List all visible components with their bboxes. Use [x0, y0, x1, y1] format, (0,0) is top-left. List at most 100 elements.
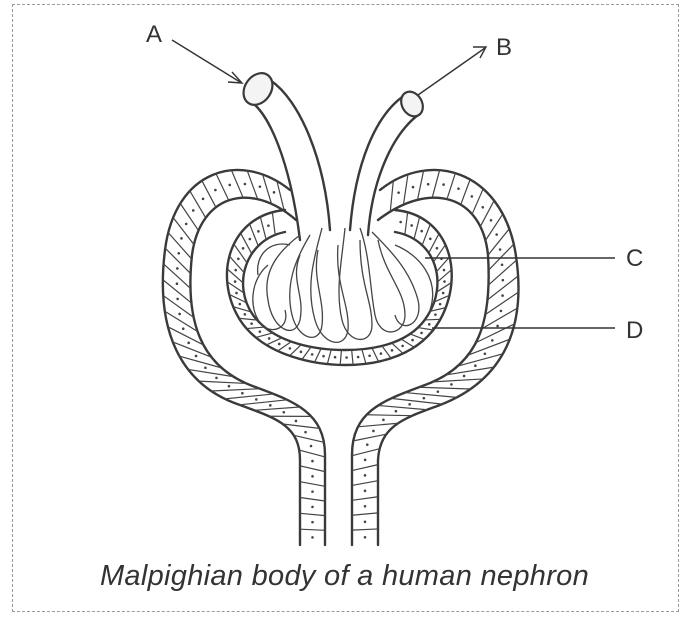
cell-nucleus [442, 183, 445, 186]
cell-nucleus [364, 505, 367, 508]
cell-nucleus [304, 431, 307, 434]
cell-nucleus [366, 443, 369, 446]
cell-nucleus [481, 206, 484, 209]
cell-nucleus [457, 187, 460, 190]
cell-nucleus [382, 419, 385, 422]
cell-nucleus [255, 398, 258, 401]
cell-nucleus [300, 351, 303, 354]
cell-wall [352, 513, 378, 515]
cell-nucleus [474, 364, 477, 367]
cell-nucleus [234, 269, 237, 272]
cell-nucleus [204, 366, 207, 369]
cell-wall [199, 381, 246, 383]
glomerulus [253, 228, 433, 342]
cell-nucleus [411, 339, 414, 342]
cell-nucleus [268, 337, 271, 340]
cell-nucleus [257, 230, 260, 233]
cell-nucleus [450, 383, 453, 386]
cell-wall [202, 181, 216, 208]
cell-nucleus [364, 536, 367, 539]
cell-nucleus [437, 390, 440, 393]
cell-nucleus [364, 474, 367, 477]
cell-wall [247, 171, 257, 200]
cell-nucleus [499, 248, 502, 251]
label-d: D [626, 317, 643, 344]
cell-nucleus [484, 352, 487, 355]
cell-wall [390, 181, 393, 212]
cell-wall [300, 529, 325, 530]
cell-nucleus [495, 233, 498, 236]
cell-nucleus [176, 298, 179, 301]
cell-wall [340, 350, 341, 365]
cell-nucleus [311, 521, 314, 524]
cell-wall [327, 350, 331, 365]
cell-wall [391, 398, 442, 404]
cell-nucleus [322, 355, 325, 358]
cell-wall [300, 498, 325, 501]
cell-nucleus [311, 536, 314, 539]
cell-nucleus [443, 280, 446, 283]
cell-nucleus [289, 347, 292, 350]
cell-nucleus [412, 186, 415, 189]
cell-wall [165, 248, 190, 273]
cell-nucleus [311, 490, 314, 493]
cell-nucleus [176, 282, 179, 285]
cell-wall [429, 234, 439, 253]
cell-wall [173, 218, 194, 245]
cell-nucleus [259, 185, 262, 188]
cell-nucleus [490, 219, 493, 222]
cell-nucleus [176, 267, 179, 270]
cell-nucleus [228, 385, 231, 388]
pointer-b [418, 47, 486, 95]
cell-nucleus [192, 209, 195, 212]
cell-nucleus [395, 410, 398, 413]
cell-wall [367, 415, 413, 416]
cell-nucleus [250, 322, 253, 325]
cell-nucleus [244, 313, 247, 316]
cell-nucleus [439, 303, 442, 306]
cell-nucleus [428, 323, 431, 326]
cell-wall [300, 482, 325, 487]
cell-wall [234, 244, 247, 263]
cell-nucleus [267, 224, 270, 227]
cell-nucleus [496, 325, 499, 328]
cell-nucleus [177, 252, 180, 255]
cell-wall [422, 224, 430, 245]
cell-nucleus [380, 352, 383, 355]
cell-nucleus [241, 392, 244, 395]
cell-nucleus [423, 397, 426, 400]
cell-nucleus [436, 247, 439, 250]
cell-nucleus [420, 230, 423, 233]
cell-nucleus [372, 430, 375, 433]
cell-wall [241, 233, 252, 254]
cell-nucleus [269, 404, 272, 407]
cell-wall [403, 174, 407, 204]
cell-nucleus [408, 403, 411, 406]
cell-wall [352, 350, 353, 365]
cell-nucleus [273, 191, 276, 194]
cell-wall [480, 201, 494, 227]
cell-nucleus [502, 279, 505, 282]
cell-nucleus [234, 280, 237, 283]
cell-nucleus [311, 353, 314, 356]
cell-wall [250, 224, 259, 246]
cell-nucleus [463, 375, 466, 378]
cell-wall [352, 465, 378, 471]
cell-nucleus [185, 223, 188, 226]
cell-nucleus [259, 330, 262, 333]
cell-nucleus [399, 221, 402, 224]
cell-wall [434, 245, 446, 262]
cell-wall [382, 346, 391, 358]
cell-nucleus [364, 459, 367, 462]
cell-wall [302, 347, 311, 360]
cell-wall [256, 333, 273, 338]
cell-nucleus [214, 189, 217, 192]
cell-nucleus [434, 313, 437, 316]
cell-wall [472, 189, 483, 214]
cell-wall [414, 217, 420, 239]
cell-wall [190, 191, 206, 218]
cell-nucleus [278, 343, 281, 346]
cell-wall [378, 405, 427, 409]
cell-nucleus [215, 377, 218, 380]
